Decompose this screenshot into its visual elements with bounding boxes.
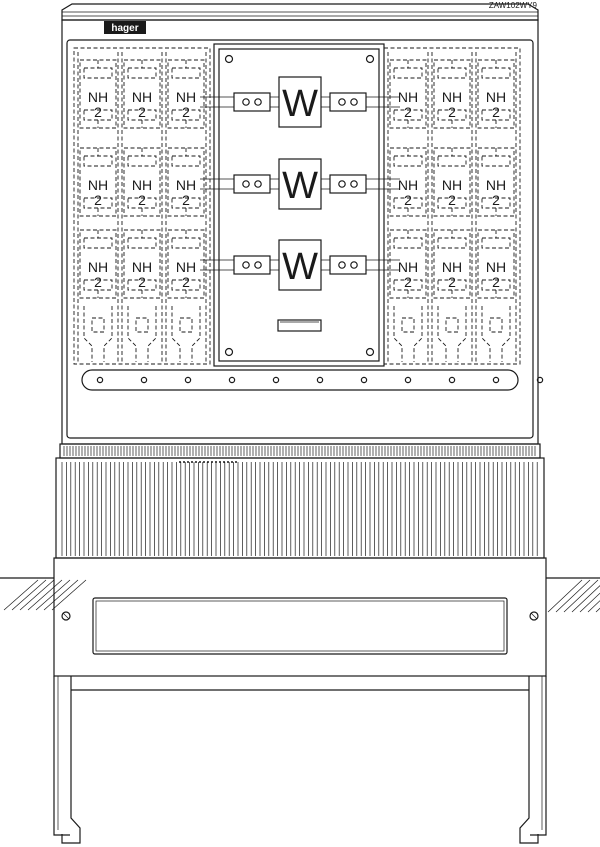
fuse-label-type: NH [88, 259, 108, 275]
bus-terminal [228, 376, 236, 384]
meter-row: W [200, 76, 400, 128]
bus-terminal [404, 376, 412, 384]
bus-terminal [492, 376, 500, 384]
cable-clamp [127, 306, 157, 362]
electricity-meter: W [278, 158, 322, 210]
fuse-label-size: 2 [94, 192, 102, 208]
neutral-bus-bar [81, 369, 544, 391]
fuse-holder-nh2: NH2 [477, 229, 515, 299]
panel-screw-right [529, 611, 539, 621]
fuse-holder-nh2: NH2 [389, 229, 427, 299]
cable-clamp [171, 306, 201, 362]
fuse-holder-nh2: NH2 [79, 59, 117, 129]
fuse-label-size: 2 [404, 274, 412, 290]
cable-clamp [437, 306, 467, 362]
fuse-label-size: 2 [448, 104, 456, 120]
bus-terminal [448, 376, 456, 384]
fuse-holder-nh2: NH2 [477, 59, 515, 129]
bus-terminal [272, 376, 280, 384]
fuse-holder-nh2: NH2 [79, 147, 117, 217]
fuse-label-type: NH [88, 89, 108, 105]
fuse-label-type: NH [398, 177, 418, 193]
fuse-label-type: NH [486, 259, 506, 275]
fuse-label-type: NH [132, 259, 152, 275]
fuse-label-size: 2 [138, 274, 146, 290]
cable-clamp [83, 306, 113, 362]
label-slot [277, 319, 322, 332]
meter-label: W [282, 165, 318, 207]
brand-logo: hager [104, 21, 146, 34]
fuse-label-type: NH [442, 89, 462, 105]
meter-row: W [200, 158, 400, 210]
svg-text:hager: hager [111, 23, 138, 34]
fuse-label-size: 2 [94, 274, 102, 290]
fuse-label-size: 2 [138, 104, 146, 120]
fuse-holder-nh2: NH2 [167, 229, 205, 299]
fuse-label-type: NH [88, 177, 108, 193]
cable-clamp [481, 306, 511, 362]
bus-terminal [316, 376, 324, 384]
bus-terminal [184, 376, 192, 384]
fuse-label-type: NH [176, 89, 196, 105]
fuse-holder-nh2: NH2 [433, 229, 471, 299]
fuse-label-type: NH [398, 259, 418, 275]
meter-row: W [200, 239, 400, 291]
bus-terminal [360, 376, 368, 384]
ground-hatching-left [0, 577, 87, 611]
panel-screw-left [61, 611, 71, 621]
fuse-label-size: 2 [492, 192, 500, 208]
fuse-label-size: 2 [404, 192, 412, 208]
ground-hatching-right [546, 577, 600, 613]
fuse-label-size: 2 [94, 104, 102, 120]
meter-rows: WWW [200, 76, 400, 291]
fuse-holder-nh2: NH2 [79, 229, 117, 299]
fuse-label-size: 2 [182, 104, 190, 120]
fuse-holder-nh2: NH2 [123, 147, 161, 217]
fuse-holder-nh2: NH2 [167, 147, 205, 217]
model-code: ZAW102WY9 [489, 1, 538, 10]
fuse-holder-nh2: NH2 [167, 59, 205, 129]
fuse-label-size: 2 [492, 274, 500, 290]
fuse-label-size: 2 [182, 274, 190, 290]
fuse-label-type: NH [398, 89, 418, 105]
fuse-label-type: NH [132, 89, 152, 105]
meter-label: W [282, 246, 318, 288]
fuse-holder-nh2: NH2 [123, 229, 161, 299]
bus-terminal [96, 376, 104, 384]
fuse-label-size: 2 [404, 104, 412, 120]
meter-label: W [282, 83, 318, 125]
bus-terminal [140, 376, 148, 384]
fuse-holder-nh2: NH2 [433, 59, 471, 129]
fuse-holder-nh2: NH2 [389, 59, 427, 129]
cabinet-top-cap: hager [61, 3, 539, 34]
electricity-meter: W [278, 239, 322, 291]
fuse-label-type: NH [486, 177, 506, 193]
fuse-label-size: 2 [448, 274, 456, 290]
fuse-label-size: 2 [182, 192, 190, 208]
bus-terminal [536, 376, 544, 384]
base-frame [53, 676, 547, 844]
fuse-label-type: NH [132, 177, 152, 193]
fuse-label-type: NH [176, 259, 196, 275]
fuse-holder-nh2: NH2 [389, 147, 427, 217]
cable-clamp [393, 306, 423, 362]
fuse-label-type: NH [176, 177, 196, 193]
fuse-label-size: 2 [492, 104, 500, 120]
fuse-label-type: NH [442, 259, 462, 275]
fuse-holder-nh2: NH2 [123, 59, 161, 129]
fuse-label-size: 2 [138, 192, 146, 208]
fuse-label-type: NH [442, 177, 462, 193]
meter-panel [213, 43, 385, 367]
fuse-holder-nh2: NH2 [433, 147, 471, 217]
ventilation-strip [55, 443, 545, 559]
fuse-label-type: NH [486, 89, 506, 105]
fuse-label-size: 2 [448, 192, 456, 208]
electricity-meter: W [278, 76, 322, 128]
lower-access-panel [53, 557, 547, 677]
fuse-holder-nh2: NH2 [477, 147, 515, 217]
